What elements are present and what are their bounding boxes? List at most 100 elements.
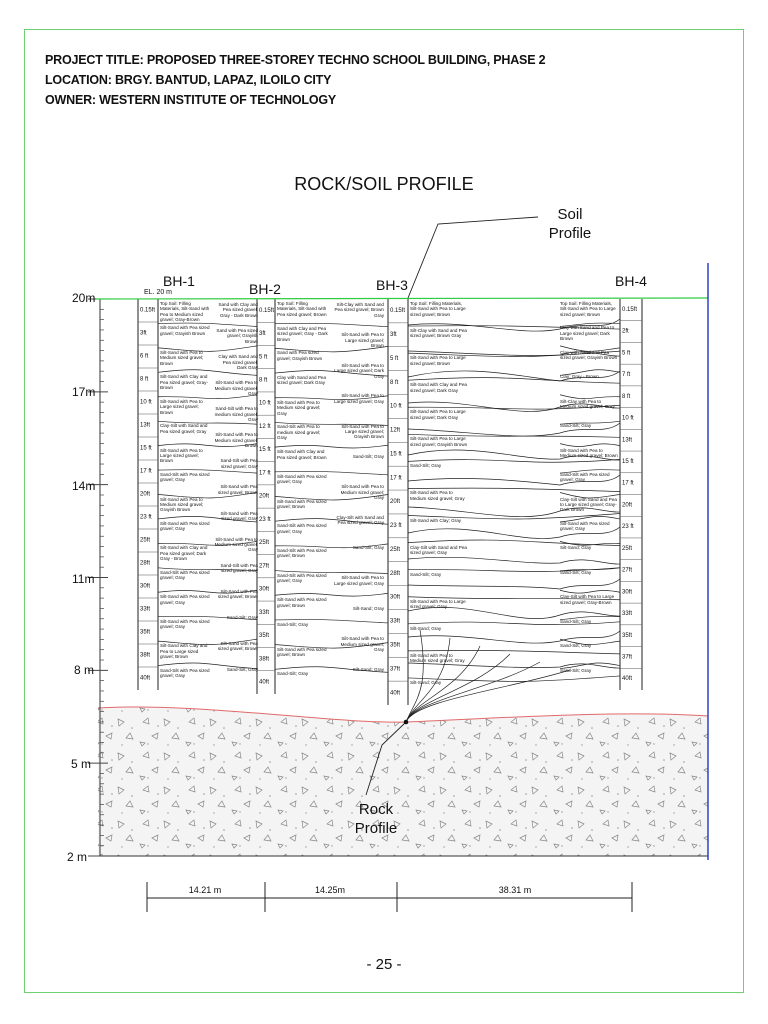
soil-layer-description: Silt-Sand with Pea sized gravel; Gray [277, 473, 327, 485]
layer-boundary [559, 469, 621, 474]
depth-label: 13ft [622, 437, 632, 443]
soil-layer-description: Silt-Clay with Sand and Pea sized gravel… [410, 328, 467, 339]
soil-layer: Silt-Sand with Pea to Medium sized grave… [410, 490, 465, 501]
soil-layer-description: Silt-Sand; Gray [410, 679, 442, 685]
soil-layer: Silt-Sand with Pea sized gravel; Brown [217, 588, 258, 600]
layer-boundary [559, 345, 621, 352]
soil-layer-description: Sand-Silt; Gray [410, 571, 442, 577]
soil-layer: Silt-Sand with Pea to Medium sized grave… [215, 380, 258, 396]
depth-label: 15 ft [140, 446, 152, 452]
soil-layer: Silt-Sand; Gray [353, 667, 384, 672]
soil-layer: Silt-Sand with Clay; Gray [410, 518, 461, 523]
borehole-label-bh1: BH-1 [163, 273, 195, 289]
soil-layer-description: Silt-Sand with Pea to Large sized gravel… [341, 423, 384, 440]
layer-boundary [407, 650, 621, 655]
borehole-label-bh4: BH-4 [615, 273, 647, 289]
soil-layer-description: Sand-Silt; Gray [560, 618, 592, 624]
soil-layer-description: Sand-Silt; Gray [560, 569, 592, 575]
depth-label: 30ft [390, 595, 400, 601]
layer-boundary [407, 487, 621, 492]
soil-layer: Silt-Sand with Pea sized gravel; Gray [160, 521, 210, 531]
soil-layer-description: Silt-Sand with Pea sized gravel; Gray [160, 618, 210, 630]
soil-layer: Silt-Sand with Pea to Large sized gravel… [334, 363, 384, 379]
soil-layer: Silt-Sand with Pea sized gravel; Gray [277, 473, 327, 485]
soil-layer: Silt-Clay with Sand and Pea sized gravel… [410, 328, 467, 339]
soil-layer-description: Silt-Sand with Clay and Pea sized gravel… [277, 449, 327, 460]
rock-point-marker [403, 719, 409, 725]
layer-boundary [407, 506, 621, 518]
soil-layer-description: Sand with Clay and Pea sized gravel; Gra… [277, 325, 328, 342]
distance-bh1-bh2: 14.21 m [188, 885, 222, 895]
soil-layer-description: Silt-Sand; Gray [560, 545, 592, 551]
depth-label: 10 ft [390, 404, 402, 410]
soil-layer-description: Silt-Sand with Pea to Medium sized grave… [214, 432, 258, 449]
soil-layer-description: Clay with Sand and Pea sized gravel; Dar… [218, 354, 258, 370]
soil-layer-description: Silt-Sand with Clay and Pea to Large siz… [160, 643, 208, 659]
layer-boundary [274, 471, 389, 476]
depth-label: 13ft [140, 423, 150, 429]
depth-label: 38ft [140, 653, 150, 659]
soil-layer-description: Silt-Sand with Pea to Medium sized grave… [160, 496, 204, 513]
soil-label-line2: Profile [548, 225, 592, 242]
soil-layer: Sand with Pea sized gravel; Grayish Brow… [216, 328, 258, 344]
soil-layer: Top Soil: Filling Materials, Silt-Sand w… [160, 301, 209, 322]
soil-layer-description: Sand-Silt with Pea sized gravel; Gray [160, 667, 210, 678]
soil-layer: Silt-Sand with Pea sized gravel; Gray [160, 594, 210, 605]
soil-layer: Silt-Sand with Pea to Medium sized grave… [160, 496, 204, 513]
elevation-label: 11m [72, 572, 95, 586]
depth-label: 25ft [140, 538, 150, 544]
soil-layer: Sand-Silt; Gray [410, 571, 442, 577]
depth-label: 40ft [259, 680, 269, 686]
depth-label: 30ft [622, 589, 632, 595]
soil-layer: Sand-Silt with Pea sized gravel; Gray [160, 667, 210, 678]
layer-boundary [407, 578, 621, 590]
soil-layer: Clay with Sand and Pea sized gravel; Gra… [560, 350, 617, 360]
soil-layer: Sand-Silt; Gray [560, 668, 591, 673]
layer-boundary [157, 394, 258, 399]
soil-layer-description: Silt-Sand with Pea sized gravel; Brown [217, 588, 258, 600]
elevation-label: 20m [72, 291, 96, 305]
soil-layer: Silt-Sand with Pea to Large sized gravel… [341, 332, 384, 348]
soil-layer-description: Silt-Sand; Gray [352, 605, 384, 611]
layer-boundary [407, 675, 621, 682]
depth-label: 35ft [140, 630, 150, 636]
layer-boundary [274, 370, 389, 377]
soil-profile-leader [407, 216, 539, 299]
soil-layer-description: Silt-Sand with Pea to Medium sized grave… [340, 484, 384, 501]
depth-label: 0.15ft [622, 307, 637, 313]
soil-layer: Top Soil: Filling Materials, Silt-Sand w… [560, 301, 616, 317]
soil-layer: Silt-Sand with Pea to Large sized gravel… [410, 409, 466, 419]
layer-boundary [405, 629, 424, 723]
depth-label: 2ft [622, 329, 629, 335]
soil-layer: Silt-Sand with Pea to Medium sized grave… [214, 432, 258, 449]
soil-layer-description: Sand-Silt with Pea sized gravel; Gray [277, 572, 327, 583]
depth-label: 23 ft [622, 524, 634, 530]
depth-label: 20ft [622, 502, 632, 508]
layer-boundary [274, 322, 389, 328]
soil-layer-description: Sand-Silt with Pea sized gravel; Gray [160, 472, 210, 483]
depth-label: 12ft [390, 428, 400, 434]
soil-layer-description: Silt-Sand with Pea to Large sized gravel… [160, 447, 203, 464]
layer-boundary [274, 642, 389, 649]
soil-layer-description: Silt-Sand with Pea sized gravel; Grayish… [160, 325, 210, 336]
soil-layer: Silt-Sand with Pea to Medium sized grave… [560, 448, 618, 458]
soil-layer: Silt-Sand with Clay and Pea sized gravel… [410, 382, 467, 392]
soil-layer: Silt-Sand with Pea to Large sized gravel… [334, 393, 384, 403]
soil-layer: Silt-Sand with Pea sized gravel; Brown [277, 646, 327, 658]
layer-boundary [157, 345, 258, 352]
soil-layer: Sand with Pea sized gravel; Grayish Brow… [277, 350, 322, 360]
soil-layer-description: Silt-Sand with Pea to Medium sized grave… [410, 490, 465, 501]
soil-layer-description: Silt-Sand with Pea sized gravel; Gray [160, 594, 210, 605]
depth-label: 10 ft [140, 400, 152, 406]
layer-boundary [407, 401, 621, 412]
layer-boundary [407, 621, 621, 626]
soil-layer: Silt-Sand with Pea sized gravel; Brown [218, 484, 258, 494]
layer-boundary [407, 607, 621, 619]
soil-profile-annotation: Soil Profile [530, 205, 610, 243]
soil-layer-description: Silt-Sand with Pea sized gravel; Brown [277, 646, 327, 658]
ground-surface-line [95, 297, 709, 300]
soil-layer-description: Sand-Silt with Pea sized gravel; Brown [277, 547, 327, 559]
page-number: - 25 - [366, 956, 402, 973]
layer-boundary [157, 638, 258, 645]
